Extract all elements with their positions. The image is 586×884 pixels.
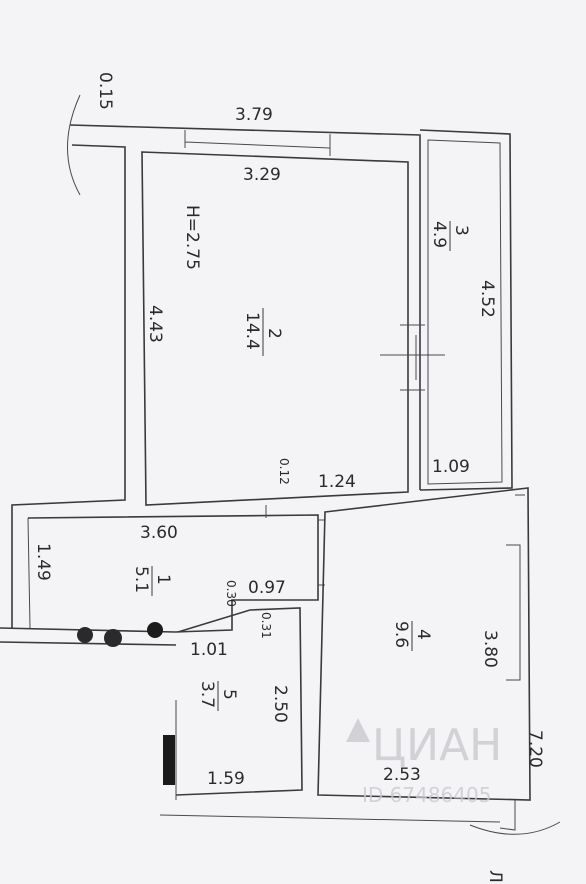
window-room4: [506, 544, 521, 681]
dim-hall-left: 1.49: [33, 543, 53, 581]
dim-top-outer-width: 3.79: [235, 105, 273, 125]
room-3-outline: [419, 129, 513, 491]
room-4-outline: [317, 487, 531, 801]
dim-room2-bottom: 1.24: [318, 472, 356, 492]
room-number: 4: [413, 629, 433, 640]
room-label-2: 2 14.4: [242, 308, 284, 356]
dim-hall-width: 3.60: [140, 523, 178, 543]
watermark-id: ID 67486405: [362, 783, 491, 807]
room-label-4: 4 9.6: [391, 621, 433, 651]
dimension-labels: 0.15 3.79 3.29 H=2.75 4.43 0.12 1.24 4.5…: [33, 72, 545, 789]
room-5-lower: [159, 700, 501, 823]
entrance-arc-bottom: [469, 821, 561, 835]
dim-outer-right: 7.20: [525, 730, 545, 768]
window-top: [184, 130, 331, 156]
watermark: ЦИАН ID 67486405: [346, 718, 502, 807]
room-number: 5: [219, 689, 239, 700]
fixture-mark-2: [77, 627, 93, 643]
dim-bath-small: 0.31: [259, 612, 273, 639]
dim-wall-thickness: 0.15: [95, 72, 115, 110]
room-1-outline: [27, 514, 319, 633]
dim-room3-width: 1.09: [432, 457, 470, 477]
walls: [0, 94, 561, 835]
dim-bath-length: 2.50: [270, 685, 290, 723]
dim-room4-length: 3.80: [480, 630, 500, 668]
watermark-brand: ЦИАН: [372, 720, 502, 771]
dim-room2-length: 4.43: [145, 305, 165, 343]
dim-hall-small: 0.30: [224, 580, 238, 607]
dim-room3-length: 4.52: [477, 280, 497, 318]
room-area: 3.7: [197, 681, 217, 708]
fixture-mark-3: [104, 629, 122, 647]
entrance-arc-top: [67, 94, 81, 196]
outer-wall-left: [11, 144, 126, 628]
room-1-left: [27, 517, 31, 629]
room-number: 1: [153, 574, 173, 585]
dim-bath-width: 1.59: [207, 769, 245, 789]
room-5-outline: [175, 607, 303, 796]
door-room2-room3: [380, 324, 445, 391]
dim-hall-bottom: 1.01: [190, 640, 228, 660]
dim-room2-width: 3.29: [243, 165, 281, 185]
room-label-1: 1 5.1: [131, 566, 173, 596]
room-label-3: 3 4.9: [429, 221, 471, 251]
room-label-5: 5 3.7: [197, 681, 239, 711]
smudge-mark: [163, 735, 175, 785]
dim-hall-middle: 0.97: [248, 578, 286, 598]
dim-room2-small: 0.12: [277, 458, 291, 485]
room-3-inner: [427, 139, 503, 485]
corner-label: ЛН: [485, 870, 505, 884]
room-area: 9.6: [391, 621, 411, 648]
room-labels: 3 4.9 2 14.4 1 5.1 4 9.6 5 3.7: [131, 221, 471, 711]
room-area: 14.4: [242, 312, 262, 350]
room-2-outline: [141, 151, 409, 506]
room-area: 5.1: [131, 566, 151, 593]
cian-logo-icon: [346, 718, 370, 742]
room-number: 2: [264, 328, 284, 339]
outer-wall-top: [69, 124, 421, 490]
room-4-marks: [499, 494, 525, 831]
dim-room4-width: 2.53: [383, 765, 421, 785]
room-number: 3: [451, 225, 471, 236]
dim-ceiling-height: H=2.75: [182, 205, 202, 270]
fixture-mark-1: [147, 622, 163, 638]
room-area: 4.9: [429, 221, 449, 248]
